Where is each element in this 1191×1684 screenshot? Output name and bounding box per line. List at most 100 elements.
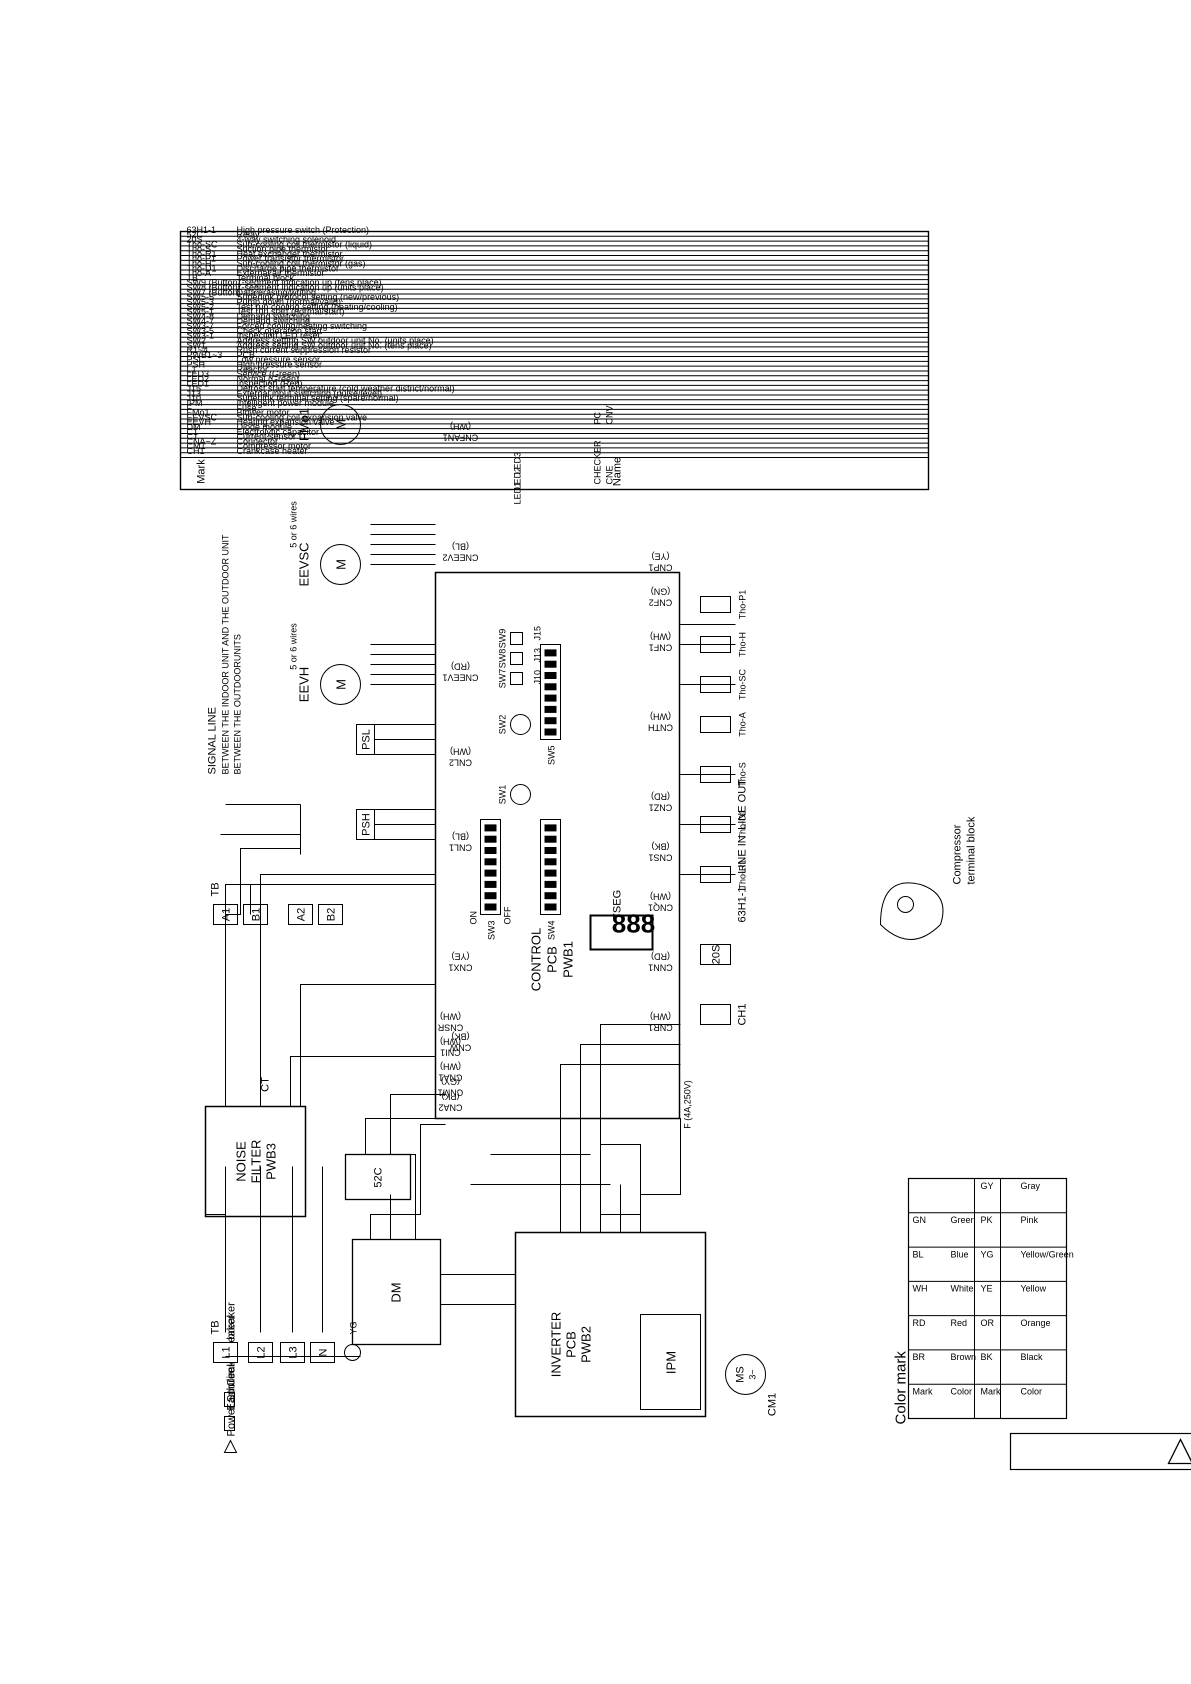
dip-toggle[interactable] xyxy=(544,846,556,854)
dip-toggle[interactable] xyxy=(544,716,556,724)
connector-color-cnp1: (YE) xyxy=(651,551,669,561)
connector-cnn1: CNN1 xyxy=(648,962,673,972)
ipm-block xyxy=(639,1313,701,1410)
inverter-label-1: INVERTER xyxy=(548,1311,563,1377)
dip-toggle[interactable] xyxy=(544,903,556,910)
dip-toggle[interactable] xyxy=(544,694,556,702)
dip-label-2: SW5 xyxy=(546,745,556,765)
dip-toggle[interactable] xyxy=(544,835,556,843)
connector-color-cnx1: (YE) xyxy=(451,951,469,961)
seven-segment-display xyxy=(589,914,653,950)
dip-toggle[interactable] xyxy=(544,857,556,865)
dip-toggle[interactable] xyxy=(484,869,496,877)
color-mark-4-0: BL xyxy=(912,1249,923,1259)
color-mark-2-0: RD xyxy=(912,1317,925,1327)
control-connectors-right: CNR1(WH)CNN1(RD)CNQ1(WH)CNS1(BK)CNZ1(RD)… xyxy=(647,551,672,1032)
parts-mark-6: EEVH xyxy=(186,417,211,427)
dip-toggle[interactable] xyxy=(544,728,556,735)
jumper-j13: J13 xyxy=(532,647,542,662)
dip-toggle[interactable] xyxy=(484,880,496,888)
connector-cnf1: CNF1 xyxy=(648,642,672,652)
rotary-label-0: SW1 xyxy=(497,784,507,804)
connector-cnf2: CNF2 xyxy=(648,597,672,607)
button-sw7[interactable] xyxy=(509,671,523,685)
cnv-label: CNV xyxy=(604,405,614,424)
parts-mark-32: SW5-5 xyxy=(186,292,214,302)
power-tb-label: TB xyxy=(209,1320,221,1334)
dip-sw3[interactable] xyxy=(479,818,501,915)
relay-label: 52C xyxy=(372,1167,384,1187)
control-pcb: CONTROL PCB PWB1 888 7SEG xyxy=(434,571,680,1119)
ipm-label: IPM xyxy=(663,1350,678,1373)
eevh-wires: 5 or 6 wires xyxy=(288,622,298,669)
parts-mark-37: Tho-A xyxy=(186,268,211,278)
connector-color-cnm1: (GY) xyxy=(440,1076,459,1086)
color-mark-5-2: PK xyxy=(980,1215,992,1225)
parts-name-45: Relay xyxy=(236,229,260,239)
color-mark-1-3: Black xyxy=(1020,1352,1043,1362)
color-mark-5-0: GN xyxy=(912,1215,926,1225)
inverter-label-3: PWB2 xyxy=(578,1326,593,1363)
ch1-heater xyxy=(699,1003,731,1025)
parts-name-0: Crankcase heater xyxy=(236,446,307,456)
button-sw8[interactable] xyxy=(509,651,523,665)
parts-mark-45: 52C xyxy=(186,229,203,239)
dip-toggle[interactable] xyxy=(484,835,496,843)
parts-mark-29: SW5-1 xyxy=(186,306,214,316)
dip-toggle[interactable] xyxy=(544,705,556,713)
parts-name-46: High pressure switch (Protection) xyxy=(236,224,369,234)
connector-cna2: CNA2 xyxy=(438,1102,462,1112)
dip-toggle[interactable] xyxy=(544,671,556,679)
parts-name-13: Defrost start temperature (cold weather … xyxy=(236,383,454,393)
parts-mark-39: Tho-H xyxy=(186,258,211,268)
parts-name-11: Superlink terminal setting (spare/normal… xyxy=(236,393,398,403)
revision-box xyxy=(1009,1432,1191,1470)
dip-toggle[interactable] xyxy=(544,880,556,888)
color-mark-0-0: Mark xyxy=(912,1386,932,1396)
dip-toggle[interactable] xyxy=(544,869,556,877)
parts-header-mark: Mark xyxy=(195,458,207,483)
noise-filter-pcb: NOISE FILTER PWB3 xyxy=(204,1105,306,1217)
dip-toggle[interactable] xyxy=(544,648,556,656)
parts-mark-23: SW2 xyxy=(186,335,206,345)
cne-label: CNE xyxy=(604,465,614,484)
dip-toggle[interactable] xyxy=(544,682,556,690)
solenoid-20s xyxy=(699,943,731,965)
signal-line-2: BETWEEN THE OUTDOORUNITS xyxy=(232,634,242,774)
compressor-terminal-block: Compressor terminal block xyxy=(879,816,977,940)
connector-color-cnr1: (WH) xyxy=(650,1011,671,1021)
parts-mark-14: LED1 xyxy=(186,378,209,388)
connector-color-cnl2: (WH) xyxy=(450,746,471,756)
button-sw9[interactable] xyxy=(509,631,523,645)
parts-mark-22: SW1 xyxy=(186,340,206,350)
dip-toggle[interactable] xyxy=(484,846,496,854)
dip-toggle[interactable] xyxy=(484,903,496,910)
parts-mark-5: DM xyxy=(186,421,200,431)
color-mark-1-2: BK xyxy=(980,1352,992,1362)
dip-toggle[interactable] xyxy=(544,891,556,899)
parts-mark-18: PSH xyxy=(186,359,205,369)
motor-phase: 3~ xyxy=(747,1369,757,1379)
rotary-switch-sw2[interactable] xyxy=(509,713,531,735)
parts-mark-27: SW4-7 xyxy=(186,316,214,326)
rotary-switch-sw1[interactable] xyxy=(509,783,531,805)
dip-toggle[interactable] xyxy=(544,660,556,668)
parts-name-42: Suction pipe thermistor xyxy=(236,244,328,254)
parts-name-1: Compressor motor xyxy=(236,441,311,451)
thermistor-tho-p1 xyxy=(699,595,731,613)
dip-sw5[interactable] xyxy=(539,643,561,740)
dip-toggle[interactable] xyxy=(484,857,496,865)
dip-toggle[interactable] xyxy=(544,823,556,831)
legend-power-source: Power Source xyxy=(225,1367,237,1436)
connector-cni1: CNI1 xyxy=(440,1047,461,1057)
dip-toggle[interactable] xyxy=(484,891,496,899)
thermistor-label-6: Tho-P1 xyxy=(737,589,747,619)
color-mark-1-0: BR xyxy=(912,1352,925,1362)
parts-name-29: Test run start (normal/start) xyxy=(236,306,344,316)
color-mark-5-3: Pink xyxy=(1020,1215,1038,1225)
dip-sw4[interactable] xyxy=(539,818,561,915)
dip-toggle[interactable] xyxy=(484,823,496,831)
seven-segment-digits: 888 xyxy=(611,908,654,938)
fan-m: M xyxy=(333,419,348,430)
